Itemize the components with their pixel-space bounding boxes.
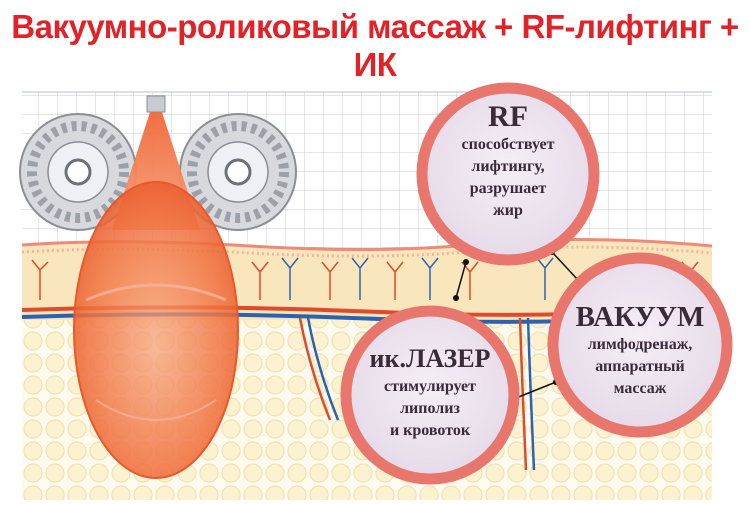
- rf-line: жир: [493, 202, 523, 219]
- laser-text: ик.ЛАЗЕР стимулирует липолиз и кровоток: [350, 342, 510, 442]
- vacuum-line: массаж: [613, 380, 667, 397]
- laser-line: липолиз: [400, 400, 460, 417]
- roller-right: [179, 113, 297, 231]
- vacuum-line: аппаратный: [595, 358, 685, 375]
- bubble-rf: [416, 82, 600, 266]
- bubble-laser: [340, 305, 520, 485]
- laser-line: и кровоток: [389, 422, 471, 439]
- roller-left: [19, 113, 137, 231]
- connectors: [455, 251, 579, 399]
- rf-line: способствует: [461, 136, 555, 153]
- vacuum-text: ВАКУУМ лимфодренаж, аппаратный массаж: [556, 300, 724, 400]
- vacuum-heading: ВАКУУМ: [575, 301, 705, 333]
- rf-line: лифтингу,: [471, 158, 545, 175]
- laser-heading: ик.ЛАЗЕР: [369, 344, 491, 373]
- rf-text: RF способствует лифтингу, разрушает жир: [428, 100, 588, 222]
- laser-line: стимулирует: [383, 378, 477, 395]
- page-title: Вакуумно-роликовый массаж + RF-лифтинг +…: [11, 8, 739, 83]
- rf-heading: RF: [488, 100, 528, 133]
- vacuum-applicator: [73, 95, 239, 479]
- rf-line: разрушает: [469, 180, 547, 197]
- bubble-vacuum: [547, 252, 733, 438]
- vacuum-line: лимфодренаж,: [587, 336, 693, 353]
